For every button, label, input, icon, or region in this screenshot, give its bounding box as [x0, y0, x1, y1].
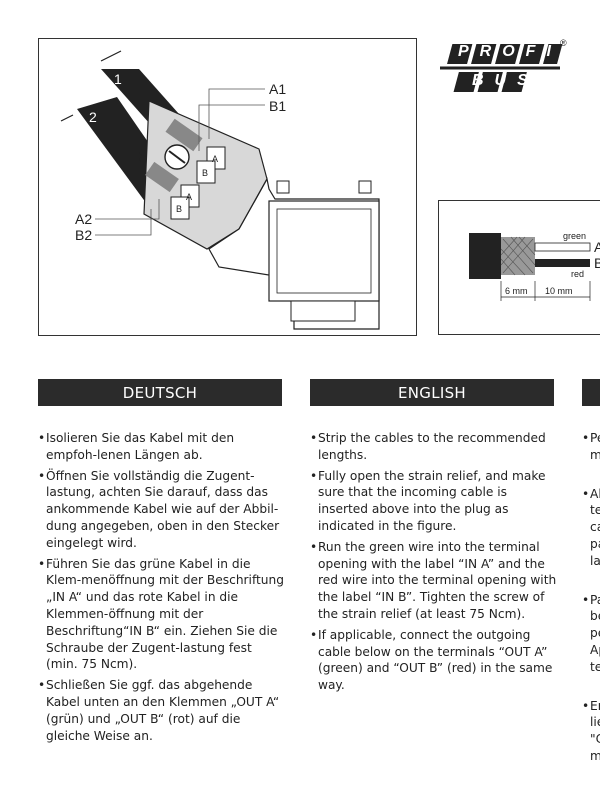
english-instructions: Strip the cables to the recommended leng… [310, 430, 558, 698]
third-column-instructions: Pe m Al te ca pa la Pa be pe Ap te Er li… [582, 430, 600, 769]
list-item: Run the green wire into the terminal ope… [310, 539, 558, 623]
dimension-6mm: 6 mm [505, 286, 528, 296]
wire-label-red: red [571, 269, 584, 279]
callout-b1: B1 [269, 98, 286, 114]
out-label: OUT [137, 149, 147, 169]
callout-a2: A2 [75, 211, 92, 227]
list-item: Öffnen Sie vollständig die Zugent-lastun… [38, 468, 286, 552]
terminal-b2: B [176, 204, 182, 214]
profibus-logo-graphic [440, 44, 563, 92]
registered-mark: ® [560, 38, 567, 48]
profibus-logo: PROFI BUS ® [440, 38, 570, 100]
wire-label-green: green [563, 231, 586, 241]
callout-a1: A1 [269, 81, 286, 97]
wire-terminal-a: A [594, 239, 600, 255]
dimension-10mm: 10 mm [545, 286, 573, 296]
terminal-a1: A [212, 154, 218, 164]
list-item: Al te ca pa la [582, 486, 600, 570]
list-item: Führen Sie das grüne Kabel in die Klem-m… [38, 556, 286, 674]
logo-text-top: PROFI [458, 43, 562, 60]
header-deutsch: DEUTSCH [38, 379, 282, 406]
list-item: Schließen Sie ggf. das abgehende Kabel u… [38, 677, 286, 744]
callout-b2: B2 [75, 227, 92, 243]
cable-prep-drawing: green red A B 6 mm 10 mm [469, 231, 600, 301]
connector-housing [208, 177, 380, 330]
terminal-a2: A [186, 192, 192, 202]
logo-text-bottom: BUS [472, 72, 539, 89]
list-item: Fully open the strain relief, and make s… [310, 468, 558, 535]
cable-1-label: 1 [114, 71, 122, 87]
list-item: Strip the cables to the recommended leng… [310, 430, 558, 464]
list-item: Pe m [582, 430, 600, 464]
wire-terminal-b: B [594, 255, 600, 271]
connector-diagram: 1 2 IN OUT A B A B A1 B1 A2 B2 [38, 38, 417, 336]
list-item: If applicable, connect the outgoing cabl… [310, 627, 558, 694]
header-english: ENGLISH [310, 379, 554, 406]
list-item: Er lie "C m [582, 698, 600, 765]
deutsch-instructions: Isolieren Sie das Kabel mit den empfoh-l… [38, 430, 286, 748]
list-item: Isolieren Sie das Kabel mit den empfoh-l… [38, 430, 286, 464]
terminal-b1: B [202, 168, 208, 178]
cable-2-label: 2 [89, 109, 97, 125]
header-third-language [582, 379, 600, 406]
connector-body [143, 100, 268, 250]
cable-prep-diagram: green red A B 6 mm 10 mm [438, 200, 600, 335]
connector-drawing: 1 2 IN OUT A B A B A1 B1 A2 B2 [60, 50, 380, 330]
list-item: Pa be pe Ap te [582, 592, 600, 676]
